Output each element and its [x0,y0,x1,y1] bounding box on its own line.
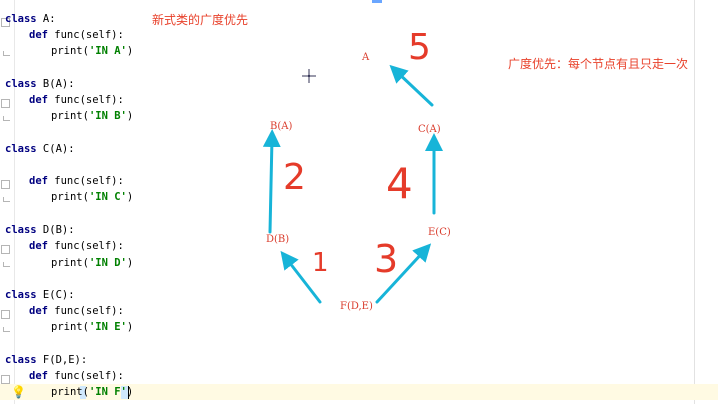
code-text: print( [51,257,89,269]
code-line-print[interactable]: print('IN D') [51,256,133,270]
code-line-class-b[interactable]: class B(A): [5,77,75,91]
code-line-def[interactable]: def func(self): [29,304,124,318]
string-literal: 'IN A' [88,45,127,57]
code-text: func(self): [47,29,124,41]
node-f: F(D,E) [340,301,373,312]
code-text: ) [126,45,134,57]
string-literal: 'IN C' [88,191,127,203]
crosshair-cursor-icon [302,69,316,83]
code-text: print( [51,110,89,122]
code-line-class-f[interactable]: class F(D,E): [5,353,87,367]
node-d: D(B) [266,234,290,245]
bfs-annotation: 广度优先：每个节点有且只走一次 [508,57,689,71]
code-text: B(A): [36,78,75,90]
keyword: class [5,354,37,366]
code-text: print( [51,191,89,203]
keyword: def [29,370,48,382]
string-literal: 'IN D' [88,257,127,269]
code-line-def[interactable]: def func(self): [29,369,124,383]
keyword: class [5,143,37,155]
arrow-f-to-d [280,250,322,304]
code-line-print[interactable]: print('IN A') [51,44,133,58]
code-line-def[interactable]: def func(self): [29,174,124,188]
fold-icon[interactable] [1,375,10,384]
code-text: F(D,E): [36,354,88,366]
code-text: func(self): [47,94,124,106]
code-text: func(self): [47,305,124,317]
code-text: print( [51,45,89,57]
code-text: ) [126,191,134,203]
code-text: func(self): [47,175,124,187]
code-text: E(C): [36,289,75,301]
keyword: def [29,94,48,106]
code-text: ) [126,257,134,269]
arrow-f-to-e [375,243,432,304]
code-line-class-d[interactable]: class D(B): [5,223,75,237]
code-line-def[interactable]: def func(self): [29,93,124,107]
brace-match-highlight [121,386,128,399]
keyword: class [5,224,37,236]
keyword: def [29,175,48,187]
node-a: A [362,52,370,63]
fold-icon[interactable] [1,310,10,319]
code-line-def[interactable]: def func(self): [29,28,124,42]
keyword: class [5,289,37,301]
code-text: C(A): [36,143,75,155]
code-text: ) [126,321,134,333]
fold-icon[interactable] [1,18,10,27]
fold-icon[interactable] [1,245,10,254]
fold-end-icon[interactable] [3,51,10,56]
code-line-print[interactable]: print('IN E') [51,320,133,334]
step-number-two: 2 [283,157,306,198]
current-line-highlight [0,384,718,400]
text-cursor [128,386,129,399]
scroll-marker [372,0,382,3]
code-text: print( [51,321,89,333]
fold-end-icon[interactable] [3,327,10,332]
node-c: C(A) [418,124,441,135]
code-text: print( [51,386,89,398]
fold-end-icon[interactable] [3,197,10,202]
code-line-print-current[interactable]: print('IN F') [51,385,133,399]
code-text: func(self): [47,370,124,382]
code-line-def[interactable]: def func(self): [29,239,124,253]
step-number-three: 3 [374,237,399,281]
lightbulb-icon[interactable]: 💡 [11,385,26,399]
step-number-five: 5 [408,27,431,68]
string-literal: 'IN F' [88,386,127,398]
keyword: class [5,78,37,90]
keyword: def [29,29,48,41]
keyword: def [29,240,48,252]
step-number-four: 4 [386,159,413,208]
node-b: B(A) [270,121,293,132]
fold-icon[interactable] [1,99,10,108]
string-literal: 'IN B' [88,110,127,122]
code-line-class-c[interactable]: class C(A): [5,142,75,156]
code-line-class-a[interactable]: class A: [5,12,56,26]
brace-match-highlight [80,386,86,399]
gutter-divider [14,0,15,404]
keyword: class [5,13,37,25]
code-text: func(self): [47,240,124,252]
arrow-d-to-b [262,129,281,234]
code-text: ) [126,386,134,398]
arrow-c-to-a [389,64,434,107]
code-text: D(B): [36,224,75,236]
right-margin-guide [694,0,695,404]
keyword: def [29,305,48,317]
fold-end-icon[interactable] [3,262,10,267]
code-text: ) [126,110,134,122]
title-annotation: 新式类的广度优先 [152,13,249,27]
string-literal: 'IN E' [88,321,127,333]
fold-icon[interactable] [1,180,10,189]
node-e: E(C) [428,227,451,238]
fold-end-icon[interactable] [3,116,10,121]
code-text: A: [36,13,56,25]
code-line-print[interactable]: print('IN C') [51,190,133,204]
code-line-class-e[interactable]: class E(C): [5,288,75,302]
code-line-print[interactable]: print('IN B') [51,109,133,123]
step-number-one: 1 [312,248,329,278]
